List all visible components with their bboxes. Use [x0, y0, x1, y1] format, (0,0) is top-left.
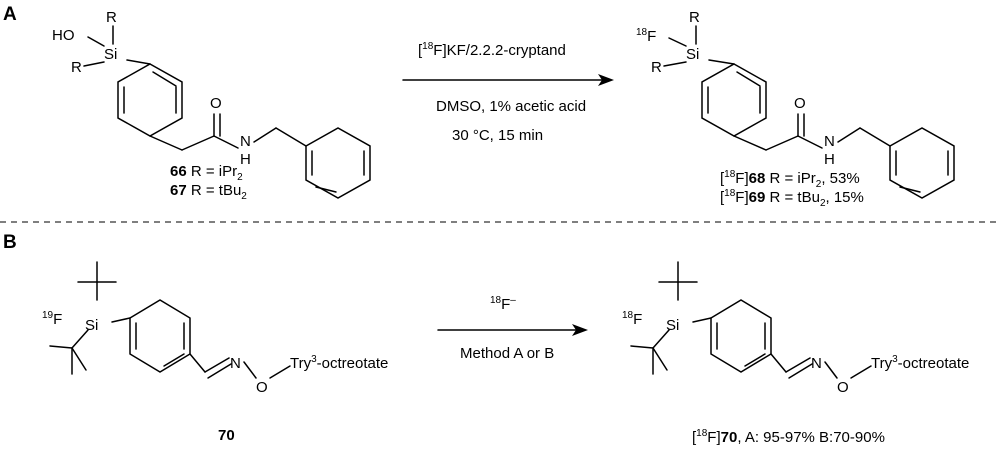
atom-r-left: R	[651, 59, 662, 76]
atom-si: Si	[85, 317, 98, 334]
atom-r-top: R	[689, 9, 700, 26]
atom-try-octreotate: Try3-octreotate	[290, 354, 388, 372]
panel-letter-b: B	[3, 232, 17, 253]
atom-nh-h: H	[824, 151, 835, 168]
reactant-b-structure	[49, 261, 291, 379]
reactant-a-structure	[83, 25, 371, 199]
compound-label-18f-70: [18F]70, A: 95-97% B:70-90%	[692, 428, 885, 446]
atom-si: Si	[686, 46, 699, 63]
atom-si: Si	[104, 46, 117, 63]
benzene-ring	[117, 63, 183, 137]
arrowhead-a	[598, 74, 614, 86]
benzyl-ring	[305, 127, 371, 199]
product-a-structure	[663, 25, 955, 199]
atom-r-left: R	[71, 59, 82, 76]
reagent-a: [18F]KF/2.2.2-cryptand	[418, 41, 566, 59]
benzyl-ring	[889, 127, 955, 199]
atom-nh-h: H	[240, 151, 251, 168]
atom-r-top: R	[106, 9, 117, 26]
benzene-ring	[129, 299, 191, 373]
compound-label-67: 67 R = tBu2	[170, 182, 247, 202]
atom-nh: N	[824, 133, 835, 150]
atom-18f: 18F	[636, 27, 656, 45]
atom-n: N	[811, 355, 822, 372]
atom-carbonyl-o: O	[794, 95, 806, 112]
condition-b: Method A or B	[460, 345, 554, 362]
product-b-structure	[630, 261, 872, 379]
benzene-ring	[710, 299, 772, 373]
atom-o: O	[837, 379, 849, 396]
reagent-b: 18F–	[490, 295, 516, 313]
panel-letter-a: A	[3, 4, 17, 25]
atom-si: Si	[666, 317, 679, 334]
atom-18f: 18F	[622, 310, 642, 328]
atom-nh: N	[240, 133, 251, 150]
atom-n: N	[230, 355, 241, 372]
atom-carbonyl-o: O	[210, 95, 222, 112]
benzene-ring	[701, 63, 767, 137]
arrowhead-b	[572, 324, 588, 336]
condition-a-2: 30 °C, 15 min	[452, 127, 543, 144]
condition-a-1: DMSO, 1% acetic acid	[436, 98, 586, 115]
atom-ho: HO	[52, 27, 75, 44]
compound-label-68: [18F]68 R = iPr2, 53%	[720, 169, 860, 190]
atom-try-octreotate: Try3-octreotate	[871, 354, 969, 372]
compound-label-69: [18F]69 R = tBu2, 15%	[720, 188, 864, 209]
atom-o: O	[256, 379, 268, 396]
compound-label-66: 66 R = iPr2	[170, 163, 243, 183]
compound-label-70: 70	[218, 427, 235, 444]
atom-19f: 19F	[42, 310, 62, 328]
